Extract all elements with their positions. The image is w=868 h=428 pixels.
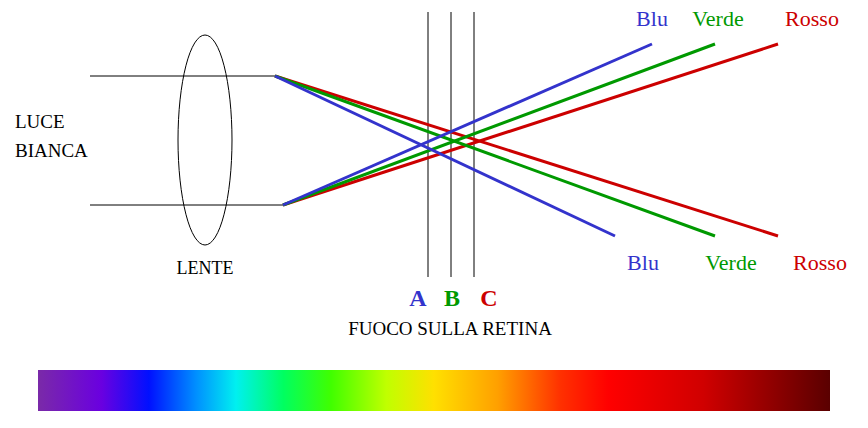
ray-label: Verde	[692, 6, 743, 32]
focus-letter: B	[444, 284, 460, 313]
green-ray	[275, 76, 715, 236]
light-label: LUCE BIANCA	[15, 108, 110, 165]
red-ray	[283, 44, 778, 205]
ray-label: Rosso	[785, 6, 839, 32]
focus-letter: C	[480, 284, 497, 313]
ray-label: Blu	[636, 6, 668, 32]
ray-label: Verde	[705, 250, 756, 276]
focal-plane	[451, 12, 452, 277]
focal-plane	[428, 12, 429, 277]
ray-label: Blu	[627, 250, 659, 276]
lens-label: LENTE	[177, 258, 234, 280]
caption-text: FUOCO SULLA RETINA	[348, 318, 552, 341]
ray-label: Rosso	[793, 250, 847, 276]
blue-ray	[275, 76, 615, 236]
focus-letter: A	[409, 284, 426, 313]
blue-ray	[283, 44, 652, 205]
incoming-ray	[90, 76, 275, 77]
lens	[178, 35, 232, 245]
spectrum-bar	[38, 370, 830, 411]
incoming-ray	[90, 205, 283, 206]
